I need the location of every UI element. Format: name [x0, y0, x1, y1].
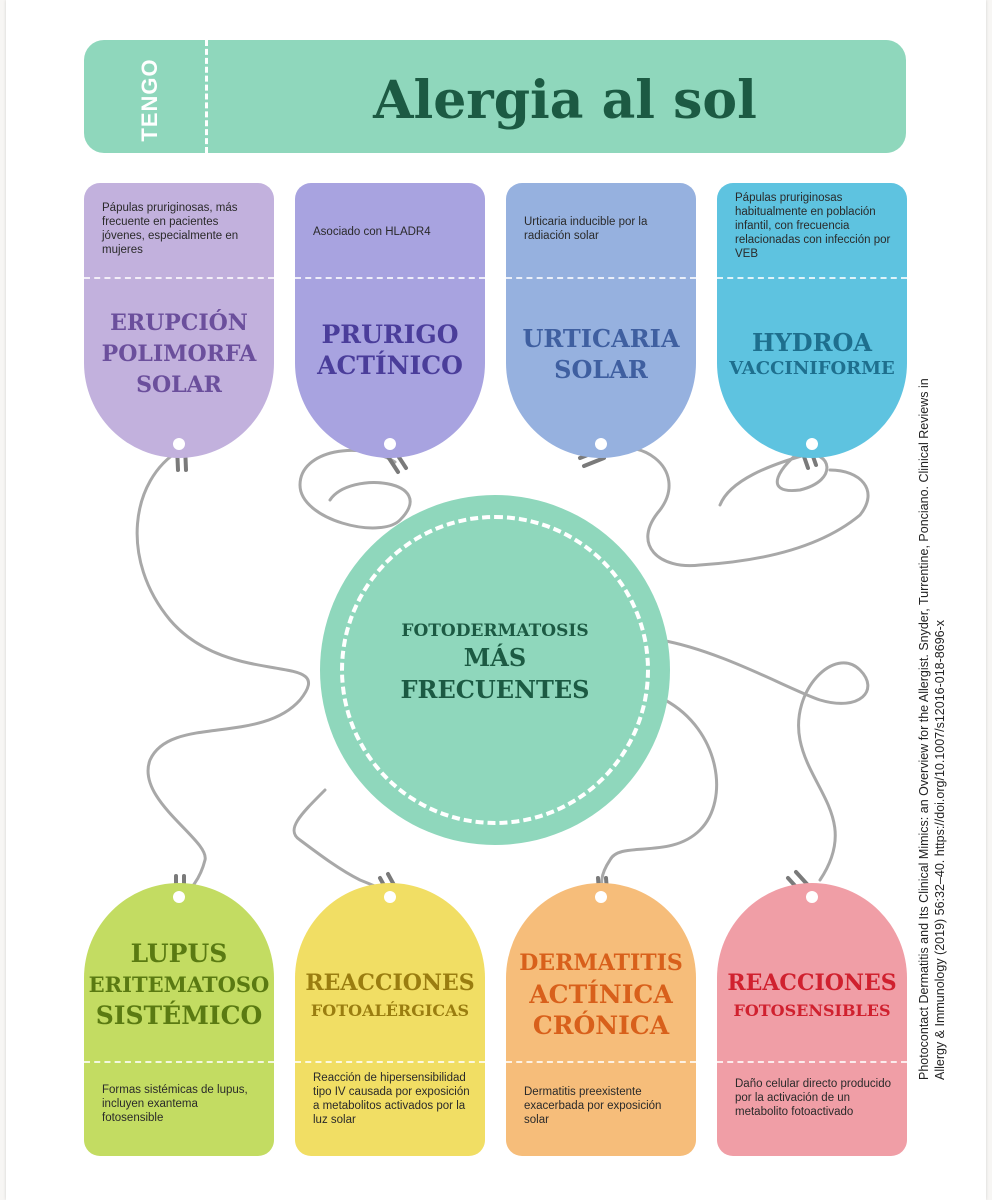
center-circle-ring: [340, 515, 650, 825]
tag-urticaria-solar: Urticaria inducible por la radiación sol…: [506, 183, 696, 458]
page-title: Alergia al sol: [373, 69, 757, 131]
tag-name: URTICARIA SOLAR: [506, 323, 696, 385]
header-banner: [84, 40, 906, 153]
tag-name: PRURIGO ACTÍNICO: [295, 319, 485, 381]
center-title-line: MÁS: [463, 643, 527, 672]
tag-name: HYDROA VACCINIFORME: [717, 330, 907, 382]
tag-description: Urticaria inducible por la radiación sol…: [524, 216, 648, 242]
tag-hole: [173, 891, 185, 903]
tag-separator: [506, 277, 696, 279]
tag-name-line: FOTOALÉRGICAS: [310, 1001, 470, 1020]
header-badge: TENGO: [137, 58, 162, 142]
tag-name-line: SISTÉMICO: [95, 1001, 263, 1030]
tag-description: Asociado con HLADR4: [313, 226, 431, 238]
citation-text: Photocontact Dermatitis and Its Clinical…: [917, 378, 947, 1080]
center-title-line: FRECUENTES: [400, 675, 590, 704]
tag-description: Dermatitis preexistente exacerbada por e…: [524, 1086, 662, 1126]
tag-name: ERUPCIÓN POLIMORFA SOLAR: [84, 308, 274, 401]
tag-name-line: LUPUS: [130, 939, 228, 968]
tag-name-line: ERITEMATOSO: [88, 972, 270, 997]
tag-separator: [717, 277, 907, 279]
tag-reacciones-fotoalergicas: REACCIONES FOTOALÉRGICAS Reacción de hip…: [295, 883, 485, 1156]
tag-description: Daño celular directo producido por la ac…: [735, 1078, 891, 1118]
tag-hole: [384, 891, 396, 903]
string-6: [292, 788, 392, 897]
string-7: [600, 698, 719, 897]
tag-separator: [717, 1061, 907, 1063]
tag-name-line: REACCIONES: [305, 970, 475, 996]
tag-name-line: REACCIONES: [727, 970, 897, 996]
center-title: FOTODERMATOSIS MÁS FRECUENTES: [360, 620, 630, 706]
tag-name-line: FOTOSENSIBLES: [733, 1001, 891, 1020]
center-circle: FOTODERMATOSIS MÁS FRECUENTES: [320, 495, 670, 845]
tag-name-line: SOLAR: [136, 372, 222, 398]
tag-name-line: DERMATITIS: [519, 950, 683, 976]
tag-separator: [84, 277, 274, 279]
string-1: [135, 448, 310, 902]
header-divider: [205, 40, 208, 153]
tag-name-line: URTICARIA: [522, 324, 680, 353]
tag-separator: [295, 277, 485, 279]
tag-name-line: SOLAR: [554, 355, 648, 384]
string-5: [658, 638, 870, 882]
tag-separator: [84, 1061, 274, 1063]
tag-description: Pápulas pruriginosas, más frecuente en p…: [102, 202, 239, 256]
tag-prurigo-actinico: Asociado con HLADR4 PRURIGO ACTÍNICO: [295, 183, 485, 458]
tag-lupus-eritematoso-sistemico: LUPUS ERITEMATOSO SISTÉMICO Formas sisté…: [84, 883, 274, 1156]
string-4: [718, 446, 829, 507]
tag-hole: [806, 438, 818, 450]
tag-name-line: ACTÍNICA: [529, 980, 673, 1009]
tag-name-line: PRURIGO: [321, 320, 459, 349]
tag-name-line: CRÓNICA: [532, 1011, 670, 1040]
tag-hole: [384, 438, 396, 450]
string-3: [588, 445, 870, 568]
tag-erupcion-polimorfa-solar: Pápulas pruriginosas, más frecuente en p…: [84, 183, 274, 458]
tag-separator: [295, 1061, 485, 1063]
tag-name-line: HYDROA: [751, 328, 873, 357]
tag-name-line: VACCINIFORME: [729, 358, 895, 379]
tag-separator: [506, 1061, 696, 1063]
tag-name-line: ACTÍNICO: [317, 351, 463, 380]
tag-name: DERMATITIS ACTÍNICA CRÓNICA: [506, 948, 696, 1041]
tag-name-line: POLIMORFA: [101, 341, 257, 367]
tag-reacciones-fotosensibles: REACCIONES FOTOSENSIBLES Daño celular di…: [717, 883, 907, 1156]
tag-hole: [173, 438, 185, 450]
tag-dermatitis-actinica-cronica: DERMATITIS ACTÍNICA CRÓNICA Dermatitis p…: [506, 883, 696, 1156]
tag-name: LUPUS ERITEMATOSO SISTÉMICO: [84, 938, 274, 1031]
tag-description: Reacción de hipersensibilidad tipo IV ca…: [313, 1072, 470, 1126]
tag-hole: [595, 891, 607, 903]
tag-description: Pápulas pruriginosas habitualmente en po…: [735, 192, 891, 260]
tag-hole: [595, 438, 607, 450]
tag-name: REACCIONES FOTOALÉRGICAS: [295, 969, 485, 1025]
tag-name-line: ERUPCIÓN: [110, 310, 248, 336]
tag-description: Formas sistémicas de lupus, incluyen exa…: [102, 1084, 248, 1124]
center-title-line: FOTODERMATOSIS: [401, 621, 589, 641]
tag-hydroa-vacciniforme: Pápulas pruriginosas habitualmente en po…: [717, 183, 907, 458]
tag-name: REACCIONES FOTOSENSIBLES: [717, 969, 907, 1025]
string-2: [298, 448, 412, 530]
tag-hole: [806, 891, 818, 903]
